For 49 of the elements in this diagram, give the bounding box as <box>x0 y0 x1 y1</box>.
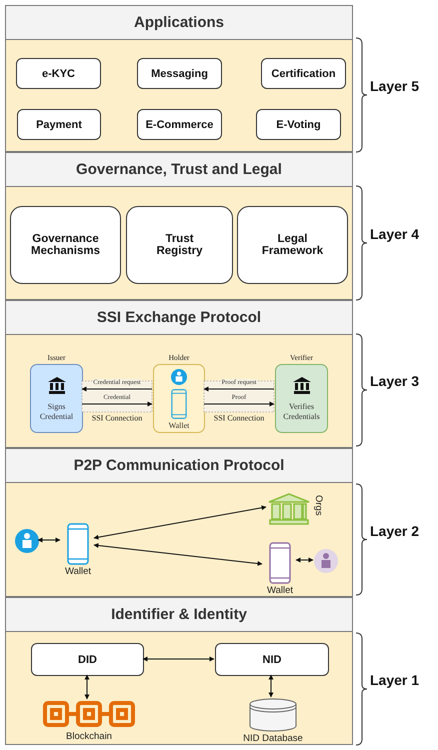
connection-label: SSI Connection <box>214 414 264 422</box>
arrow <box>204 386 274 392</box>
component-box: Legal Framework <box>237 206 348 284</box>
role-caption: Verifies Credentials <box>282 402 321 422</box>
layer-header: P2P Communication Protocol <box>6 449 352 483</box>
person-icon <box>314 549 338 573</box>
wallet-label: Wallet <box>266 585 294 596</box>
arrow <box>204 402 274 406</box>
layer-header: Governance, Trust and Legal <box>6 153 352 187</box>
layer-header: Identifier & Identity <box>6 598 352 632</box>
arrow <box>268 674 274 698</box>
arrow <box>82 402 152 406</box>
layer-label: Layer 2 <box>370 523 420 539</box>
component-box: e-KYC <box>16 58 101 89</box>
connection-label: SSI Connection <box>92 414 142 422</box>
layer-header: Applications <box>6 6 352 40</box>
layer-panel <box>5 448 353 597</box>
layer-label: Layer 4 <box>370 226 420 242</box>
layer-panel <box>5 597 353 745</box>
blockchain-label: Blockchain <box>65 731 113 742</box>
wallet-label: Wallet <box>64 566 92 577</box>
orgs-label: Orgs <box>313 495 324 516</box>
arrow <box>142 656 214 662</box>
database-label: NID Database <box>242 733 304 744</box>
layer-header: SSI Exchange Protocol <box>6 301 352 335</box>
component-box: Governance Mechanisms <box>10 206 121 284</box>
component-box: Payment <box>17 109 101 140</box>
component-box: Messaging <box>137 58 222 89</box>
component-box: E-Commerce <box>137 109 222 140</box>
arrow <box>94 543 262 566</box>
component-box: NID <box>215 643 329 676</box>
component-box: DID <box>31 643 144 676</box>
component-box: E-Voting <box>256 109 341 140</box>
layer-panel <box>5 5 353 152</box>
layer-panel <box>5 152 353 300</box>
person-icon <box>15 529 39 553</box>
arrow <box>296 558 314 562</box>
arrow <box>84 674 90 700</box>
component-box: Trust Registry <box>126 206 233 284</box>
arrow <box>38 538 60 542</box>
layer-label: Layer 3 <box>370 373 420 389</box>
role-caption: Signs Credential <box>38 402 74 422</box>
component-box: Certification <box>261 58 346 89</box>
layer-panel <box>5 300 353 448</box>
arrow <box>82 386 152 392</box>
layer-label: Layer 1 <box>370 672 420 688</box>
arrow <box>94 505 266 540</box>
layer-label: Layer 5 <box>370 78 420 94</box>
role-caption: Wallet <box>168 421 190 431</box>
